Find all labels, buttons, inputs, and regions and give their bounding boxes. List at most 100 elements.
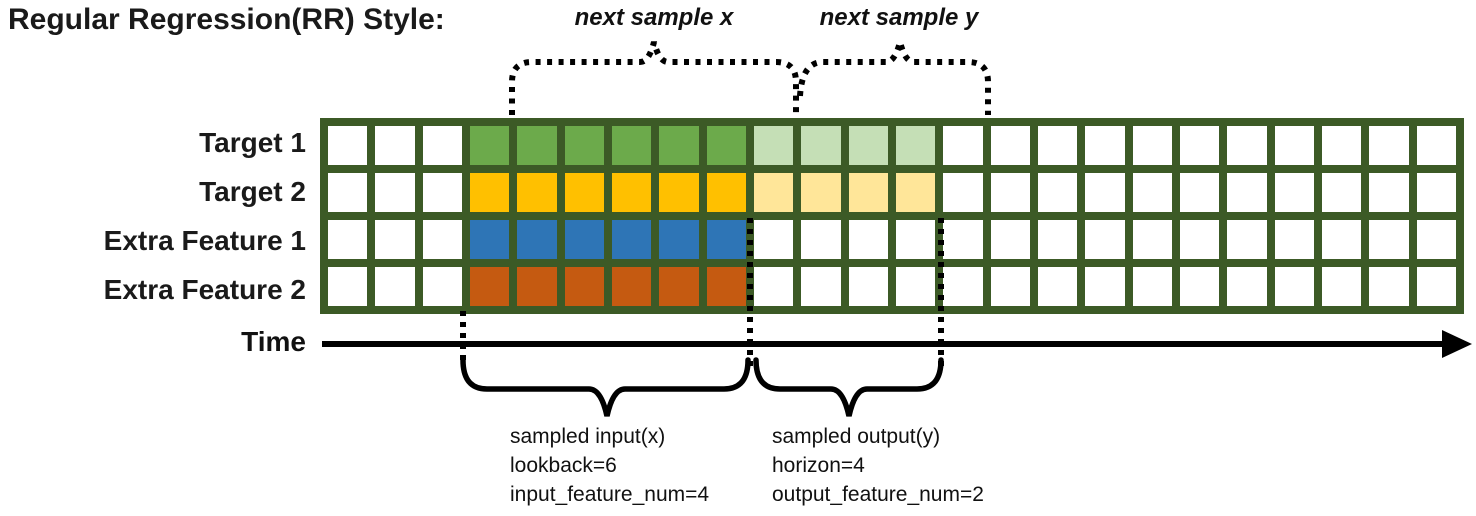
grid-cell (706, 267, 746, 306)
grid-cell (469, 267, 510, 306)
grid-cell (943, 267, 983, 306)
grid-cell (943, 126, 983, 165)
grid-cell (1132, 267, 1172, 306)
horizon-value: horizon=4 (772, 454, 865, 477)
grid-cell (753, 126, 794, 165)
grid-cell (328, 220, 368, 259)
grid-cell (1179, 267, 1220, 306)
grid-cell (1085, 267, 1125, 306)
grid-cell (1416, 267, 1456, 306)
grid-cell (328, 126, 368, 165)
grid-cell (801, 126, 841, 165)
grid-cell (1369, 126, 1409, 165)
grid-cell (1274, 267, 1314, 306)
grid-cell (422, 267, 462, 306)
grid-cell (1274, 173, 1314, 212)
grid-cell (1321, 267, 1362, 306)
sampled-output-title: sampled output(y) (772, 425, 941, 448)
time-axis-label: Time (241, 326, 306, 357)
grid-cell (1416, 126, 1456, 165)
row-label: Extra Feature 1 (103, 224, 306, 256)
grid-cell (895, 173, 936, 212)
grid-cell (1085, 220, 1125, 259)
grid-cell (895, 126, 936, 165)
grid-cell (1037, 126, 1078, 165)
grid-cell (801, 220, 841, 259)
next-sample-x-label: next sample x (574, 4, 734, 31)
page-title: Regular Regression(RR) Style: (8, 3, 445, 36)
grid-cell (375, 267, 415, 306)
grid-cell (1037, 220, 1078, 259)
grid-cell (375, 126, 415, 165)
grid-cell (611, 173, 652, 212)
grid-cell (753, 267, 794, 306)
grid-cell (564, 173, 604, 212)
grid-cell (1369, 267, 1409, 306)
grid-cell (1179, 220, 1220, 259)
grid-cell (848, 267, 888, 306)
grid-cell (517, 220, 557, 259)
grid-cell (848, 173, 888, 212)
next-sample-x-brace (509, 41, 799, 115)
grid-cell (990, 220, 1030, 259)
grid-cell (1416, 220, 1456, 259)
grid-cell (848, 220, 888, 259)
grid-cell (848, 126, 888, 165)
grid-cell (659, 220, 699, 259)
grid-cell (1274, 220, 1314, 259)
grid-cell (706, 173, 746, 212)
sampled-input-title: sampled input(x) (510, 425, 666, 448)
grid-cell (990, 126, 1030, 165)
grid-cell (990, 173, 1030, 212)
grid-cell (564, 126, 604, 165)
row-label: Extra Feature 2 (103, 273, 306, 305)
grid (320, 118, 1464, 314)
grid-cell (611, 267, 652, 306)
grid-cell (659, 126, 699, 165)
grid-cell (753, 173, 794, 212)
grid-cell (1321, 220, 1362, 259)
grid-cell (469, 220, 510, 259)
grid-cell (801, 267, 841, 306)
grid-cell (706, 220, 746, 259)
grid-cell (801, 173, 841, 212)
grid-cell (943, 220, 983, 259)
grid-cell (1369, 173, 1409, 212)
grid-cell (1274, 126, 1314, 165)
sampled-input-annotation: sampled input(x) lookback=6 input_featur… (510, 422, 709, 509)
grid-cell (375, 173, 415, 212)
grid-cell (469, 173, 510, 212)
grid-cell (1227, 173, 1267, 212)
input-feature-num-value: input_feature_num=4 (510, 483, 710, 506)
grid-cell (611, 220, 652, 259)
next-sample-y-brace (797, 41, 991, 115)
grid-cell (469, 126, 510, 165)
grid-cell (1321, 173, 1362, 212)
grid-cell (1369, 220, 1409, 259)
output-feature-num-value: output_feature_num=2 (772, 483, 984, 506)
sampled-output-brace (753, 357, 944, 417)
grid-cell (1085, 173, 1125, 212)
grid-cell (564, 267, 604, 306)
lookback-value: lookback=6 (510, 454, 617, 477)
grid-cell (1179, 173, 1220, 212)
grid-cell (990, 267, 1030, 306)
grid-cell (1037, 173, 1078, 212)
grid-cell (753, 220, 794, 259)
grid-cell (375, 220, 415, 259)
grid-cell (422, 126, 462, 165)
sampled-output-annotation: sampled output(y) horizon=4 output_featu… (772, 422, 984, 509)
grid-cell (517, 126, 557, 165)
row-label: Target 1 (199, 126, 306, 158)
time-axis-arrowhead (1442, 330, 1472, 358)
grid-cell (1416, 173, 1456, 212)
grid-cell (1037, 267, 1078, 306)
grid-cell (1227, 126, 1267, 165)
grid-cell (1132, 220, 1172, 259)
grid-cell (422, 220, 462, 259)
grid-cell (611, 126, 652, 165)
grid-cell (895, 220, 936, 259)
grid-cell (1321, 126, 1362, 165)
